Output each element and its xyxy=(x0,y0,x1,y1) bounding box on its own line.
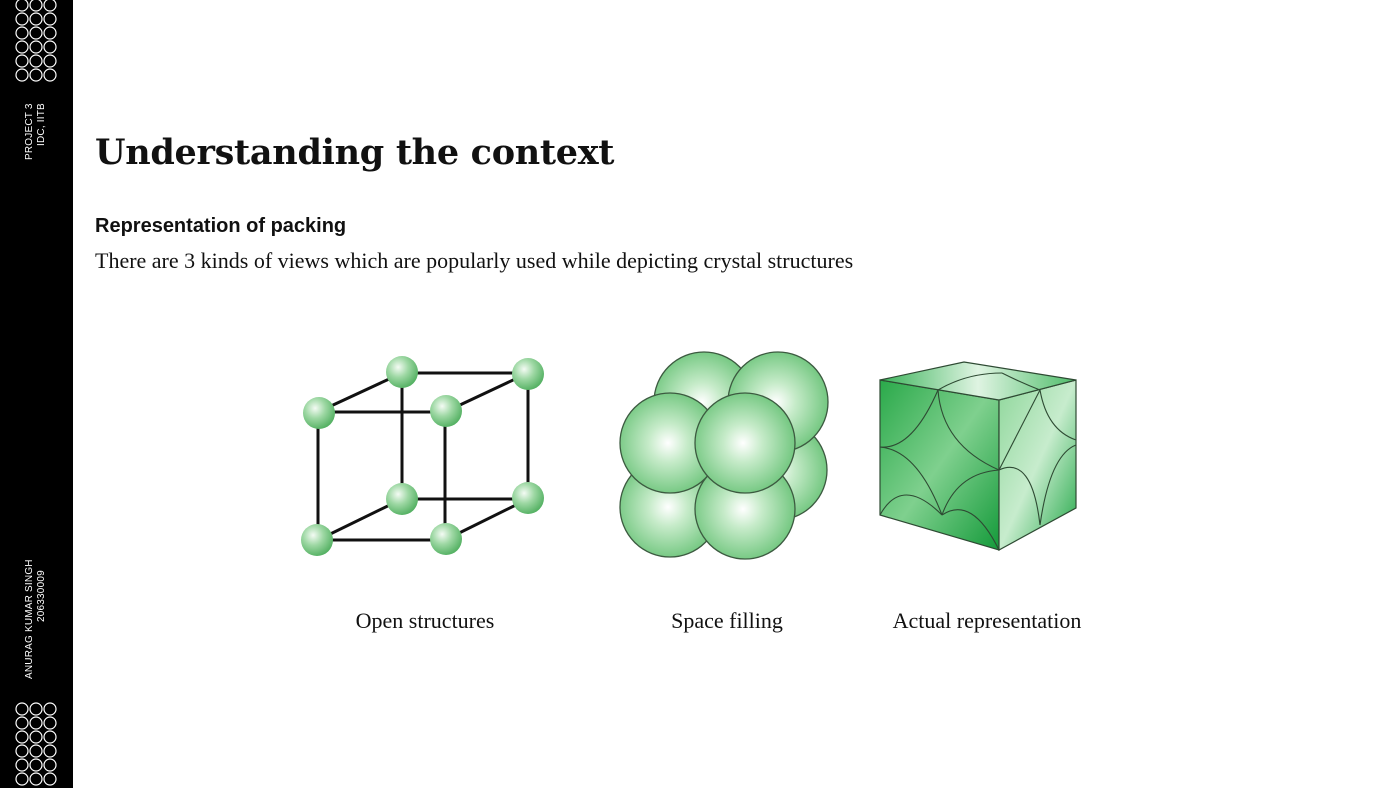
caption-actual-representation: Actual representation xyxy=(892,608,1082,633)
project-info: PROJECT 3 IDC, IITB xyxy=(24,103,48,160)
space-filling-spheres-icon xyxy=(619,351,829,560)
circle-pattern-bottom-icon xyxy=(15,702,57,786)
circle-pattern-top-icon xyxy=(15,0,57,82)
section-heading: Representation of packing xyxy=(95,215,347,237)
unit-cell-cube-icon xyxy=(879,361,1077,552)
section-description: There are 3 kinds of views which are pop… xyxy=(95,248,854,273)
institute-label: IDC, IITB xyxy=(36,103,47,146)
author-info: ANURAG KUMAR SINGH 206330009 xyxy=(24,559,48,679)
roll-number: 206330009 xyxy=(36,570,47,622)
caption-space-filling: Space filling xyxy=(671,608,783,633)
caption-open-structures: Open structures xyxy=(355,608,495,633)
author-name: ANURAG KUMAR SINGH xyxy=(24,559,35,679)
open-structure-cube-icon xyxy=(301,356,544,556)
page-title: Understanding the context xyxy=(95,132,615,173)
project-label: PROJECT 3 xyxy=(24,103,35,160)
sidebar: PROJECT 3 IDC, IITB ANURAG KUMAR SINGH 2… xyxy=(0,0,73,788)
